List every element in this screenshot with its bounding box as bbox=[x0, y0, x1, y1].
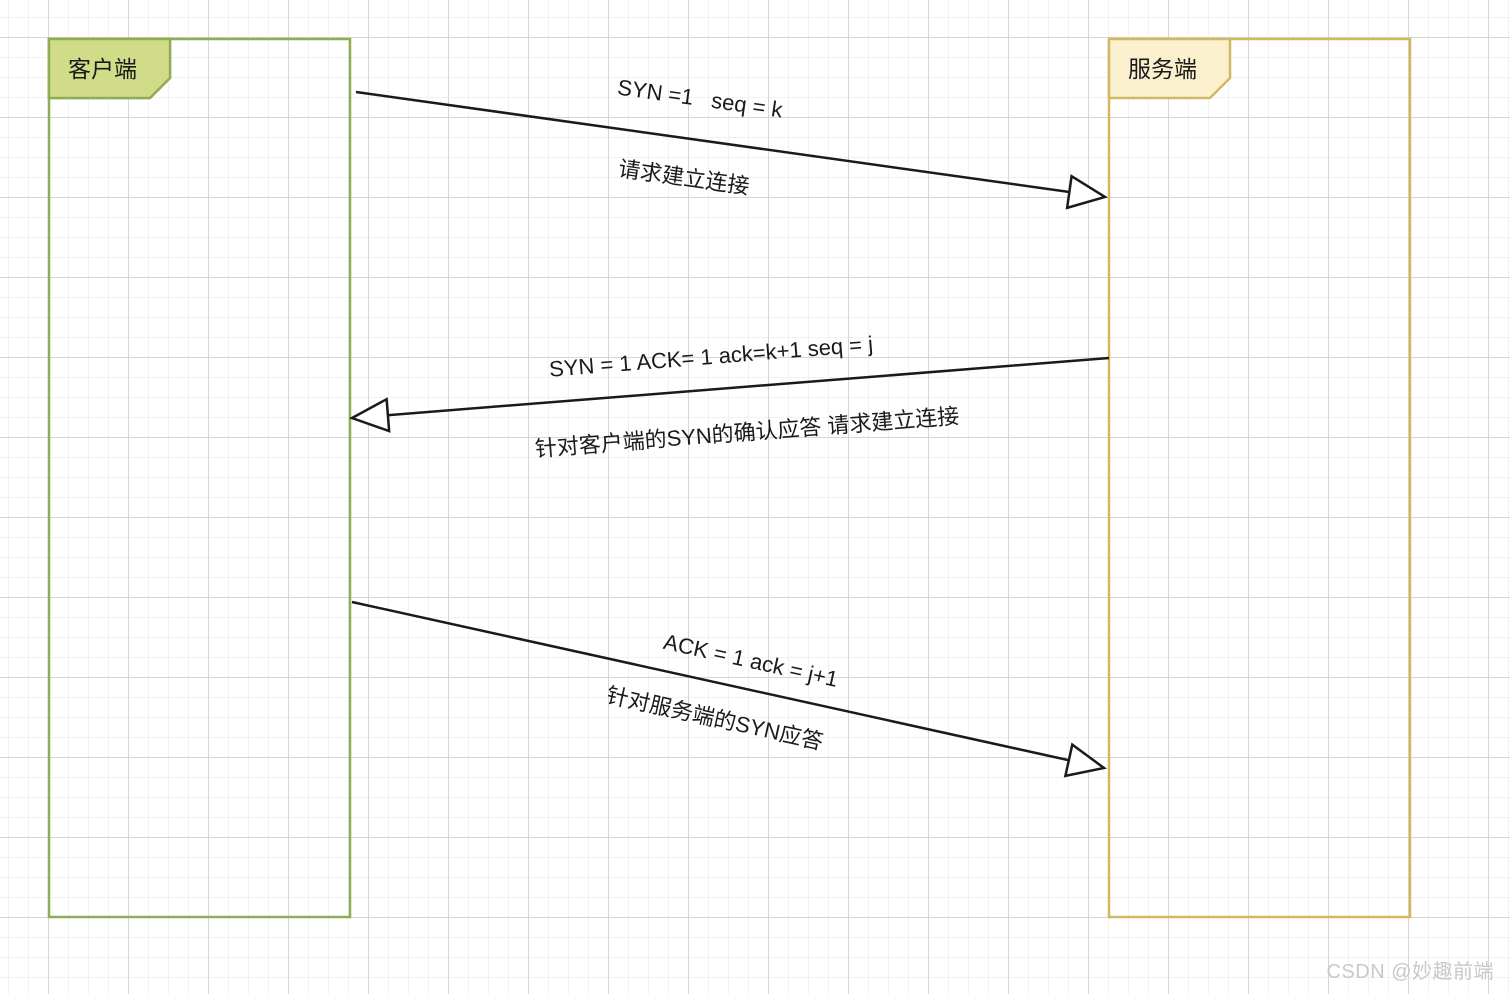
message-label-syn-ack: SYN = 1 ACK= 1 ack=k+1 seq = j bbox=[548, 331, 874, 381]
server-label-tab-border bbox=[1107, 37, 1232, 100]
client-lifeline-box bbox=[47, 37, 352, 919]
message-arrow-ack bbox=[351, 600, 1108, 778]
message-description-ack: 针对服务端的SYN应答 bbox=[604, 682, 825, 754]
message-arrow-syn-ack bbox=[348, 356, 1110, 433]
watermark: CSDN @妙趣前端 bbox=[1326, 961, 1494, 983]
client-label-tab-fill bbox=[49, 39, 170, 98]
message-label-syn: SYN =1 seq = k bbox=[616, 75, 785, 123]
message-description-syn-ack: 针对客户端的SYN的确认应答 请求建立连接 bbox=[534, 403, 960, 461]
server-actor-label: 服务端 bbox=[1128, 56, 1197, 82]
message-arrow-syn bbox=[355, 90, 1109, 210]
client-actor-label: 客户端 bbox=[68, 56, 137, 82]
client-label-tab-border bbox=[47, 37, 172, 100]
message-description-syn: 请求建立连接 bbox=[617, 156, 751, 199]
server-label-tab-fill bbox=[1109, 39, 1230, 98]
server-lifeline-box bbox=[1107, 37, 1412, 919]
message-label-ack: ACK = 1 ack = j+1 bbox=[661, 629, 840, 692]
